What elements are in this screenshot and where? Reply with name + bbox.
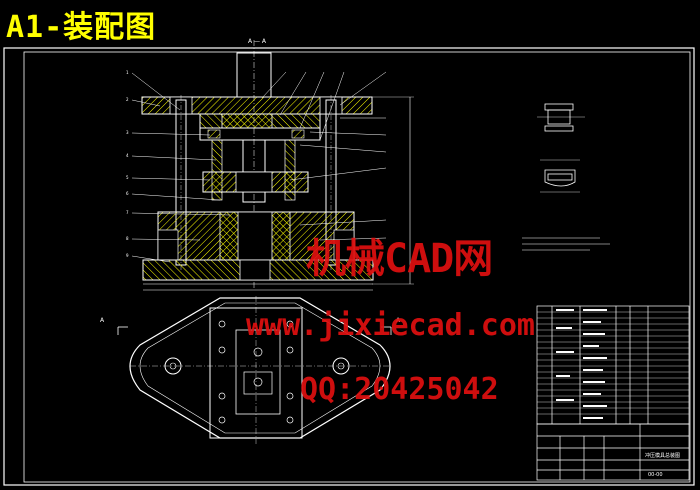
svg-text:2: 2: [126, 97, 129, 102]
svg-text:4: 4: [126, 153, 129, 158]
svg-text:9: 9: [126, 253, 129, 258]
technical-notes: [522, 237, 610, 251]
section-mark-right: A: [396, 317, 401, 324]
drawing-title: A1-装配图: [6, 10, 157, 45]
watermark-qq: QQ:20425042: [300, 372, 499, 407]
svg-text:3: 3: [126, 130, 129, 135]
plan-view: [129, 296, 391, 444]
part-detail: [537, 103, 585, 193]
title-block: [536, 423, 690, 481]
watermark-url: www.jixiecad.com: [246, 308, 535, 343]
drawing-border: [3, 47, 695, 486]
section-marks: [117, 326, 392, 335]
watermark-brand: 机械CAD网: [306, 236, 493, 282]
title-block-drawing-number: 00-00: [648, 472, 663, 478]
title-block-drawing-name: 冲压模具总装图: [645, 452, 680, 459]
parts-list-rows: [537, 311, 689, 415]
section-mark-left: A: [100, 317, 105, 324]
svg-text:5: 5: [126, 175, 129, 180]
punch: [242, 139, 266, 203]
svg-text:6: 6: [126, 191, 129, 196]
svg-text:7: 7: [126, 210, 129, 215]
svg-text:1: 1: [126, 70, 129, 75]
parts-list: [536, 305, 690, 425]
inner-border: [23, 51, 691, 483]
svg-text:8: 8: [126, 236, 129, 241]
front-view: 1 2 3 4 5 6 7 8 9: [126, 40, 414, 291]
section-label-top: A — A: [248, 38, 267, 45]
